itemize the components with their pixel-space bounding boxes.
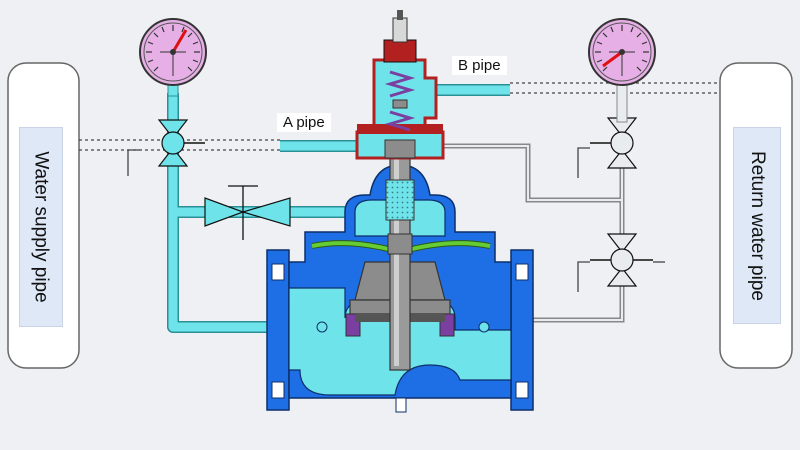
water-supply-pipe-text: Water supply pipe (31, 151, 52, 303)
b-pipe-label: B pipe (452, 56, 507, 75)
check-valve (204, 185, 291, 240)
return-lower-valve (590, 233, 653, 287)
return-pressure-gauge (588, 18, 656, 123)
return-water-pipe-label: Return water pipe (733, 127, 781, 324)
valve-stem (385, 137, 415, 371)
supply-needle-valve (157, 119, 205, 167)
water-supply-pipe-label: Water supply pipe (19, 127, 63, 327)
return-water-pipe-text: Return water pipe (747, 150, 768, 301)
supply-pressure-gauge (139, 18, 207, 97)
a-pipe-label: A pipe (277, 113, 331, 132)
pilot-valve (355, 10, 445, 160)
tubing-brackets (127, 147, 665, 292)
flow-ports (316, 321, 490, 333)
return-upper-valve (590, 117, 638, 169)
